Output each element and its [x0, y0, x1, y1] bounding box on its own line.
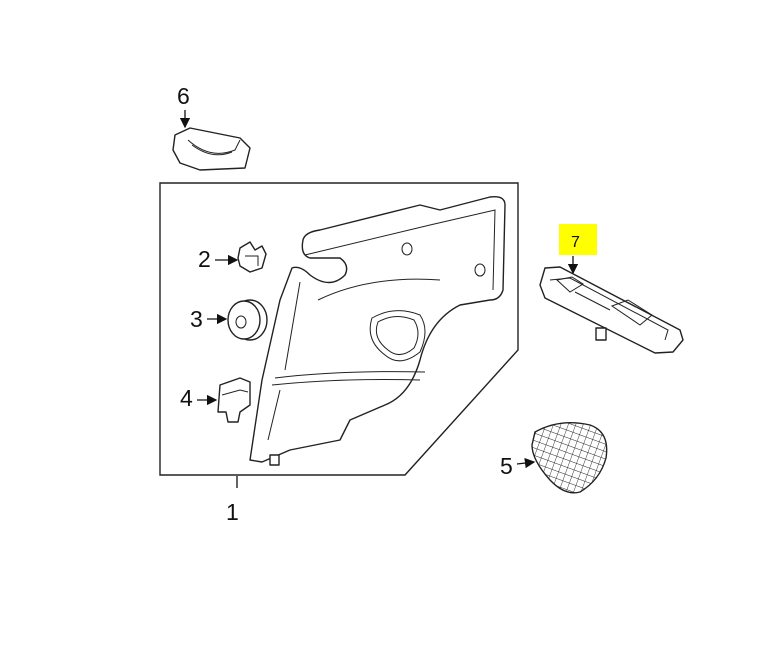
callout-5[interactable]: 5 [500, 453, 513, 479]
part-7-window-switch[interactable] [539, 266, 684, 354]
part-4-retainer[interactable] [217, 377, 251, 423]
callout-5-arrow [516, 457, 536, 469]
callout-1[interactable]: 1 [226, 499, 239, 525]
callout-3[interactable]: 3 [190, 306, 203, 332]
part-2-clip[interactable] [237, 241, 267, 273]
part-5-speaker-grille[interactable] [531, 422, 608, 494]
callout-7[interactable]: 7 [571, 234, 580, 251]
part-1-quarter-trim-panel[interactable] [249, 195, 506, 466]
callout-4[interactable]: 4 [180, 385, 193, 411]
assembly-frame [159, 182, 519, 476]
part-3-grommet[interactable] [227, 299, 268, 341]
callout-6[interactable]: 6 [177, 83, 190, 109]
callout-2[interactable]: 2 [198, 246, 211, 272]
part-6-belt-guide-cover[interactable] [172, 127, 251, 171]
callout-7-highlight [559, 224, 597, 255]
